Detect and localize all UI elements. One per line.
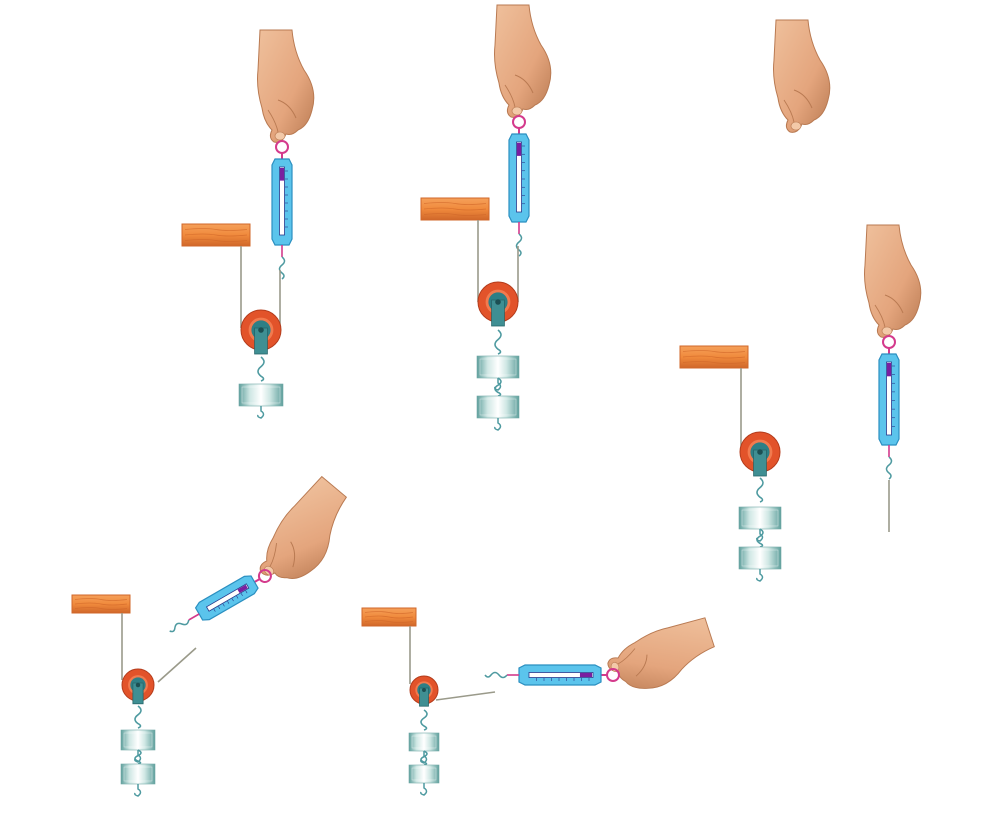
wooden-support (420, 197, 490, 221)
hooked-weight (120, 763, 156, 797)
string (435, 691, 496, 701)
spring-scale (169, 569, 272, 633)
string (157, 647, 197, 683)
hooked-weight (408, 764, 440, 796)
setup-6 (361, 607, 715, 796)
hook (257, 356, 265, 382)
hook (420, 709, 428, 731)
hook (756, 477, 764, 503)
setup-1 (181, 29, 315, 419)
hook (134, 749, 142, 765)
hand (864, 224, 922, 338)
pulley (477, 281, 519, 327)
spring-scale (271, 140, 293, 280)
spring-scale (878, 335, 900, 480)
pulley (409, 675, 439, 707)
hooked-weight (120, 729, 156, 763)
pulley (240, 309, 282, 355)
hooked-weight (238, 383, 284, 419)
hooked-weight (476, 395, 520, 431)
setup-3 (773, 19, 831, 133)
hand (494, 4, 552, 118)
setup-5 (71, 475, 348, 797)
wooden-support (679, 345, 749, 369)
hook (494, 329, 502, 355)
wooden-support (181, 223, 251, 247)
spring-scale (508, 115, 530, 257)
wooden-support (361, 607, 417, 627)
hooked-weight (476, 355, 520, 391)
hook (134, 705, 142, 729)
spring-scale (484, 664, 620, 686)
hook (756, 528, 764, 548)
hand (259, 475, 348, 579)
hand (607, 617, 715, 689)
hand (773, 19, 831, 133)
hook (494, 377, 502, 397)
pulley (739, 431, 781, 477)
setup-4 (679, 224, 922, 582)
wooden-support (71, 594, 131, 614)
hooked-weight (738, 546, 782, 582)
setup-2 (420, 4, 552, 431)
pulley (121, 668, 155, 705)
hook (420, 750, 428, 766)
hand (257, 29, 315, 143)
hooked-weight (408, 732, 440, 764)
